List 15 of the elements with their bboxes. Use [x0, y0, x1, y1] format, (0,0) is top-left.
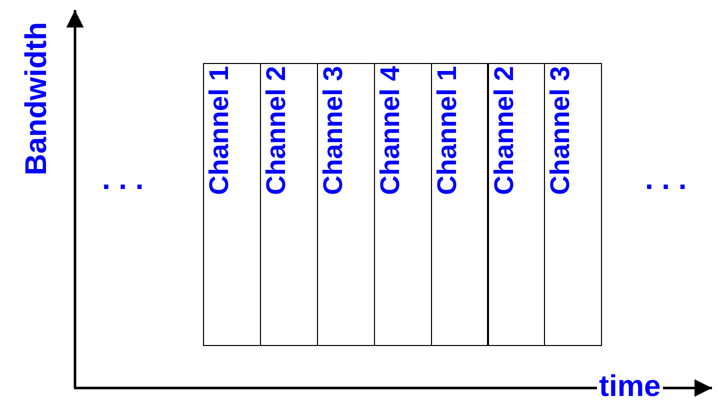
channel-label: Channel 2 [262, 66, 290, 196]
channel-label: Channel 1 [206, 66, 233, 196]
channel-label: Channel 4 [376, 66, 404, 196]
time-slot-box [488, 63, 546, 346]
time-slot-box [203, 63, 261, 346]
channel-label: Channel 3 [320, 66, 347, 196]
channel-label: Channel 3 [547, 66, 574, 196]
time-slot-box [430, 63, 488, 346]
time-slot-box [316, 63, 375, 346]
channel-label: Channel 1 [434, 66, 461, 196]
time-slot-box [544, 63, 602, 346]
time-slot-box [374, 63, 432, 346]
channel-label: Channel 2 [490, 66, 518, 196]
axis-title: Bandwidth [22, 22, 52, 176]
time-slot-box [260, 63, 318, 346]
